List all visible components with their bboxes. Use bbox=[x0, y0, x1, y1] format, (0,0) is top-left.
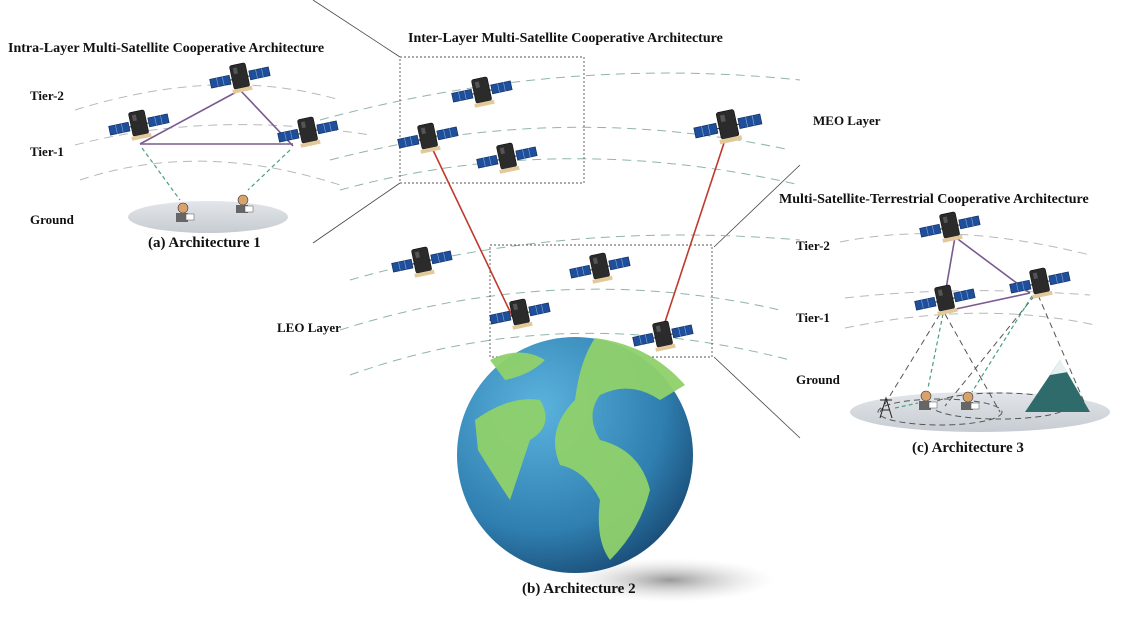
meo-layer-label: MEO Layer bbox=[813, 113, 881, 128]
base-station-icon bbox=[879, 396, 893, 419]
architecture-1-caption: (a) Architecture 1 bbox=[148, 235, 261, 251]
satellite-icon bbox=[918, 207, 982, 247]
earth-globe bbox=[457, 337, 693, 573]
satellite-icon bbox=[390, 242, 454, 282]
tier-2-label: Tier-2 bbox=[30, 88, 64, 103]
architecture-1: Intra-Layer Multi-Satellite Cooperative … bbox=[8, 41, 371, 251]
ground-label: Ground bbox=[30, 212, 75, 227]
user-icon bbox=[919, 390, 938, 410]
satellite-icon bbox=[692, 104, 764, 149]
architecture-3-caption: (c) Architecture 3 bbox=[912, 440, 1024, 456]
architecture-2-caption: (b) Architecture 2 bbox=[522, 581, 636, 597]
satellite-icon bbox=[631, 316, 695, 356]
architecture-1-title: Intra-Layer Multi-Satellite Cooperative … bbox=[8, 41, 324, 56]
tier-1-label: Tier-1 bbox=[796, 310, 830, 325]
architecture-3-title: Multi-Satellite-Terrestrial Cooperative … bbox=[779, 192, 1089, 207]
architecture-2-title: Inter-Layer Multi-Satellite Cooperative … bbox=[408, 31, 723, 46]
satellite-icon bbox=[396, 118, 460, 158]
ground-area bbox=[128, 201, 288, 233]
mountain-icon bbox=[1025, 360, 1090, 412]
satellite-icon bbox=[450, 72, 514, 112]
leo-layer-label: LEO Layer bbox=[277, 320, 341, 335]
satellite-icon bbox=[208, 58, 272, 98]
satellite-icon bbox=[475, 138, 539, 178]
architecture-2: Inter-Layer Multi-Satellite Cooperative … bbox=[277, 31, 881, 602]
satellite-icon bbox=[107, 105, 171, 145]
architecture-3: Multi-Satellite-Terrestrial Cooperative … bbox=[779, 192, 1110, 456]
zoom-lines bbox=[312, 0, 801, 439]
meo-zoom-box bbox=[399, 56, 585, 184]
ground-label: Ground bbox=[796, 372, 841, 387]
user-icon bbox=[236, 194, 254, 213]
satellite-icon bbox=[1008, 263, 1072, 303]
user-icon bbox=[176, 202, 195, 222]
earth-shadow bbox=[565, 558, 775, 602]
tier-1-label: Tier-1 bbox=[30, 144, 64, 159]
satellite-icon bbox=[276, 112, 340, 152]
tier-2-label: Tier-2 bbox=[796, 238, 830, 253]
user-icon bbox=[961, 391, 980, 410]
satellite-icon bbox=[913, 280, 977, 320]
satellite-icon bbox=[568, 248, 632, 288]
satellite-icon bbox=[488, 294, 552, 334]
